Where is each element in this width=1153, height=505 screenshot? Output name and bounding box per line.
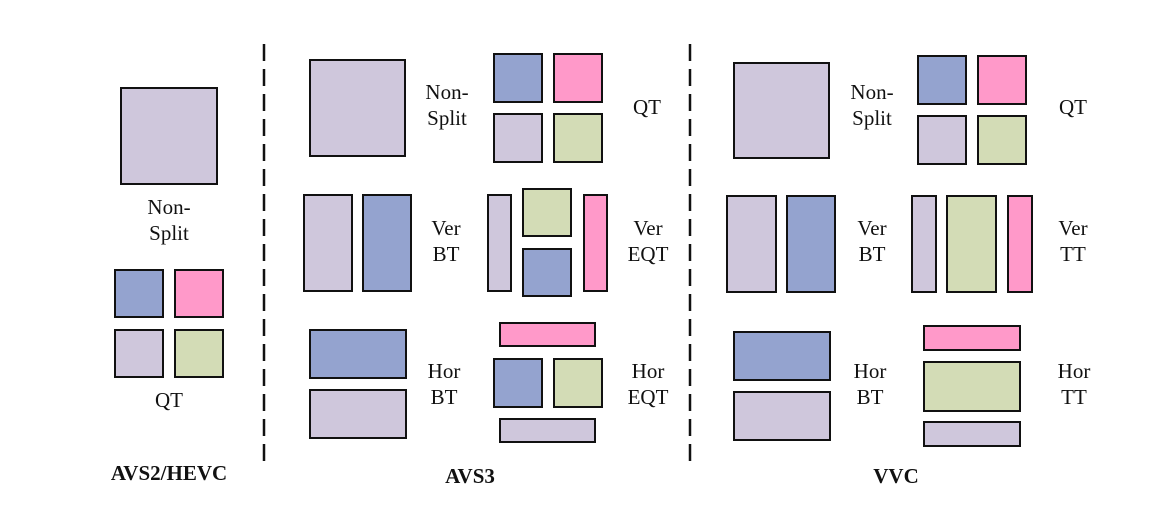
ver-eqt-block-center-bottom: [522, 248, 572, 297]
qt-block-top-left: [917, 55, 967, 105]
non-split-block: [120, 87, 218, 185]
label-line: BT: [856, 385, 884, 409]
label-line: Split: [427, 106, 467, 130]
section-divider-left: [262, 44, 266, 466]
ver-tt-block-right: [1007, 195, 1033, 293]
label-line: Ver: [857, 216, 887, 240]
label-line: Non-: [147, 195, 191, 219]
ver-bt-block-right: [786, 195, 836, 293]
ver-tt-block-center: [946, 195, 997, 293]
non-split-block: [733, 62, 830, 159]
hor-tt-block-bottom: [923, 421, 1021, 447]
avs3-ver-eqt-label: Ver EQT: [620, 215, 676, 267]
label-line: Split: [149, 221, 189, 245]
label-line: Ver: [633, 216, 663, 240]
label-line: EQT: [627, 242, 669, 266]
qt-block-bottom-left: [493, 113, 543, 163]
qt-block-bottom-left: [917, 115, 967, 165]
label-line: Ver: [1058, 216, 1088, 240]
ver-bt-block-right: [362, 194, 412, 292]
qt-block-top-right: [174, 269, 224, 318]
avs3-non-split-label: Non- Split: [416, 79, 478, 131]
avs2-qt-label: QT: [139, 387, 199, 413]
vvc-non-split-label: Non- Split: [841, 79, 903, 131]
qt-block-top-left: [493, 53, 543, 103]
label-line: Hor: [1057, 359, 1091, 383]
label-line: Hor: [853, 359, 887, 383]
hor-eqt-block-middle-left: [493, 358, 543, 408]
hor-bt-block-bottom: [733, 391, 831, 441]
qt-block-bottom-right: [553, 113, 603, 163]
qt-block-bottom-right: [977, 115, 1027, 165]
hor-bt-block-top: [733, 331, 831, 381]
label-line: TT: [1061, 385, 1087, 409]
qt-block-bottom-right: [174, 329, 224, 378]
vvc-qt-label: QT: [1048, 94, 1098, 120]
ver-bt-block-left: [303, 194, 353, 292]
label-line: Non-: [850, 80, 894, 104]
ver-bt-block-left: [726, 195, 777, 293]
label-line: Hor: [631, 359, 665, 383]
vvc-section-title: VVC: [873, 464, 919, 488]
non-split-block: [309, 59, 406, 157]
label-line: QT: [633, 95, 661, 119]
avs2-section-title: AVS2/HEVC: [110, 461, 228, 485]
hor-bt-block-top: [309, 329, 407, 379]
label-line: BT: [430, 385, 458, 409]
label-line: Non-: [425, 80, 469, 104]
hor-eqt-block-middle-right: [553, 358, 603, 408]
label-line: TT: [1060, 242, 1086, 266]
vvc-hor-bt-label: Hor BT: [842, 358, 898, 410]
qt-block-bottom-left: [114, 329, 164, 378]
qt-block-top-right: [977, 55, 1027, 105]
label-line: BT: [858, 242, 886, 266]
vvc-ver-bt-label: Ver BT: [846, 215, 898, 267]
section-divider-right: [688, 44, 692, 466]
ver-tt-block-left: [911, 195, 937, 293]
qt-block-top-left: [114, 269, 164, 318]
avs3-hor-eqt-label: Hor EQT: [620, 358, 676, 410]
hor-eqt-block-top: [499, 322, 596, 347]
label-line: BT: [432, 242, 460, 266]
label-line: Hor: [427, 359, 461, 383]
avs3-qt-label: QT: [622, 94, 672, 120]
ver-eqt-block-right: [583, 194, 608, 292]
vvc-ver-tt-label: Ver TT: [1046, 215, 1100, 267]
hor-tt-block-top: [923, 325, 1021, 351]
avs3-ver-bt-label: Ver BT: [420, 215, 472, 267]
label-line: Split: [852, 106, 892, 130]
label-line: Ver: [431, 216, 461, 240]
qt-block-top-right: [553, 53, 603, 103]
avs2-non-split-label: Non- Split: [128, 194, 210, 246]
avs3-hor-bt-label: Hor BT: [416, 358, 472, 410]
hor-bt-block-bottom: [309, 389, 407, 439]
hor-eqt-block-bottom: [499, 418, 596, 443]
label-line: EQT: [627, 385, 669, 409]
avs3-section-title: AVS3: [445, 464, 495, 488]
hor-tt-block-middle: [923, 361, 1021, 412]
ver-eqt-block-center-top: [522, 188, 572, 237]
label-line: QT: [155, 388, 183, 412]
ver-eqt-block-left: [487, 194, 512, 292]
vvc-hor-tt-label: Hor TT: [1046, 358, 1102, 410]
label-line: QT: [1059, 95, 1087, 119]
